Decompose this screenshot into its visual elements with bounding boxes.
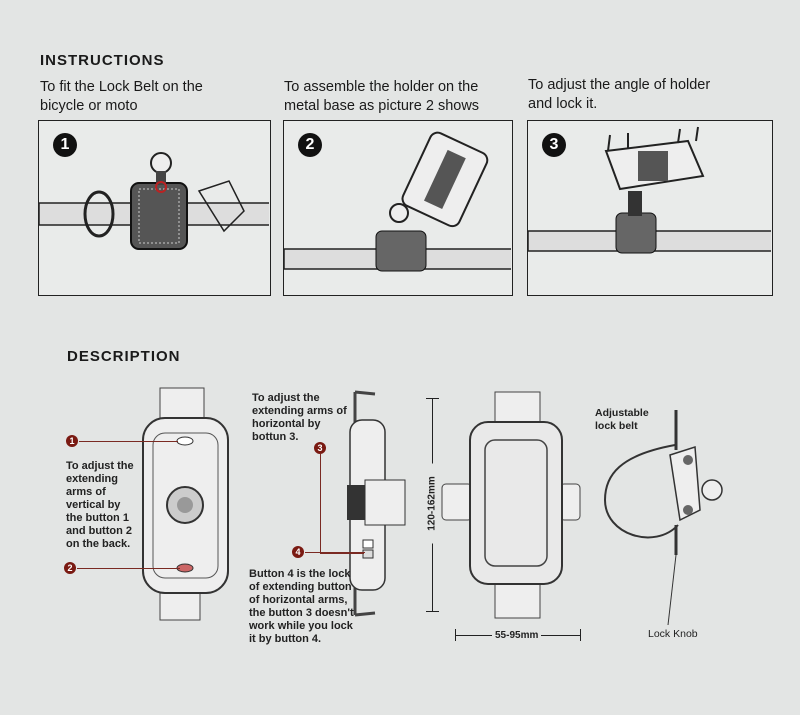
- dimension-tick: [455, 629, 456, 641]
- button-3-marker: 3: [314, 442, 326, 454]
- mounted-holder-drawing: [528, 126, 771, 254]
- lock-belt-drawing: [603, 410, 723, 626]
- width-dimension-label: 55-95mm: [492, 629, 542, 642]
- handlebar-belt-drawing: [39, 152, 269, 250]
- step-2-illustration: 2: [283, 120, 513, 296]
- button-2-leader: [77, 568, 180, 569]
- holder-assembly-drawing: [284, 131, 511, 272]
- button-4-marker: 4: [292, 546, 304, 558]
- holder-front-view-drawing: [441, 391, 581, 619]
- step-number-badge: 2: [298, 133, 322, 157]
- button-4-leader: [305, 552, 365, 553]
- button-1-marker: 1: [66, 435, 78, 447]
- button-3-leader: [320, 454, 364, 554]
- holder-back-view-drawing: [142, 387, 229, 621]
- holder-side-view-drawing: [347, 390, 406, 617]
- lock-knob-label: Lock Knob: [648, 628, 698, 640]
- step-3-illustration: 3: [527, 120, 773, 296]
- step-1-illustration: 1: [38, 120, 271, 296]
- instructions-heading: INSTRUCTIONS: [40, 52, 165, 69]
- dimension-tick: [426, 398, 439, 399]
- button-1-leader: [79, 441, 178, 442]
- description-heading: DESCRIPTION: [67, 348, 181, 365]
- height-dimension-label: 120-162mm: [425, 463, 439, 544]
- dimension-tick: [580, 629, 581, 641]
- step-number-badge: 1: [53, 133, 77, 157]
- step-number-badge: 3: [542, 133, 566, 157]
- button-2-marker: 2: [64, 562, 76, 574]
- dimension-tick: [426, 611, 439, 612]
